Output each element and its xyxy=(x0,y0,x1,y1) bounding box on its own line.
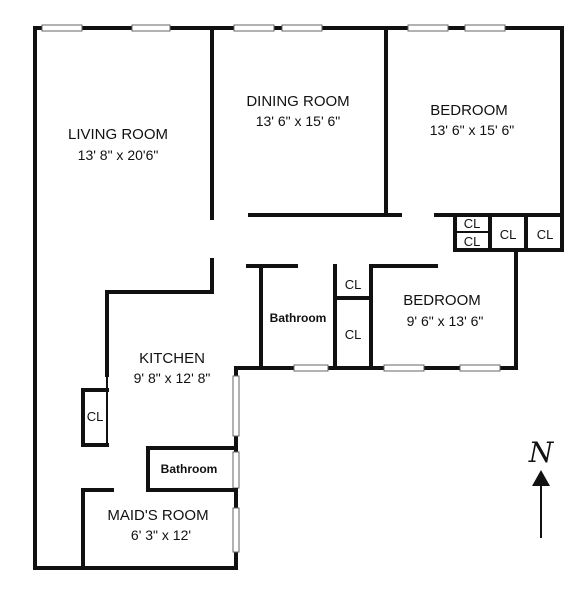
interior-walls xyxy=(81,26,564,570)
north-arrow: N xyxy=(528,436,555,538)
closet-label: CL xyxy=(464,216,481,231)
closet-label: CL xyxy=(87,409,104,424)
closet-labels: CL CL CL CL CL CL CL xyxy=(87,216,554,424)
bathroom-label: Bathroom xyxy=(161,462,218,476)
room-name: KITCHEN xyxy=(139,350,205,367)
room-name: BEDROOM xyxy=(430,102,508,119)
room-dims: 9' 6" x 13' 6" xyxy=(407,313,484,329)
closet-label: CL xyxy=(345,327,362,342)
north-arrow-icon xyxy=(532,470,550,486)
room-name: DINING ROOM xyxy=(246,93,349,110)
room-name: MAID'S ROOM xyxy=(107,507,208,524)
closet-label: CL xyxy=(464,234,481,249)
room-bedroom-1: BEDROOM 13' 6" x 15' 6" xyxy=(430,102,515,138)
room-dims: 13' 6" x 15' 6" xyxy=(430,122,515,138)
room-bedroom-2: BEDROOM 9' 6" x 13' 6" xyxy=(403,292,483,329)
room-dims: 6' 3" x 12' xyxy=(131,527,191,543)
room-dims: 13' 6" x 15' 6" xyxy=(256,113,341,129)
bathroom-label: Bathroom xyxy=(270,311,327,325)
windows xyxy=(41,24,506,553)
room-living: LIVING ROOM 13' 8" x 20'6" xyxy=(68,126,168,163)
room-name: LIVING ROOM xyxy=(68,126,168,143)
closet-label: CL xyxy=(345,277,362,292)
room-dims: 9' 8" x 12' 8" xyxy=(134,370,211,386)
room-dining: DINING ROOM 13' 6" x 15' 6" xyxy=(246,93,349,129)
closet-label: CL xyxy=(537,227,554,242)
north-label: N xyxy=(528,436,555,469)
room-kitchen: KITCHEN 9' 8" x 12' 8" xyxy=(134,350,211,386)
room-dims: 13' 8" x 20'6" xyxy=(78,147,159,163)
room-name: BEDROOM xyxy=(403,292,481,309)
closet-label: CL xyxy=(500,227,517,242)
room-maids: MAID'S ROOM 6' 3" x 12' xyxy=(107,507,208,543)
